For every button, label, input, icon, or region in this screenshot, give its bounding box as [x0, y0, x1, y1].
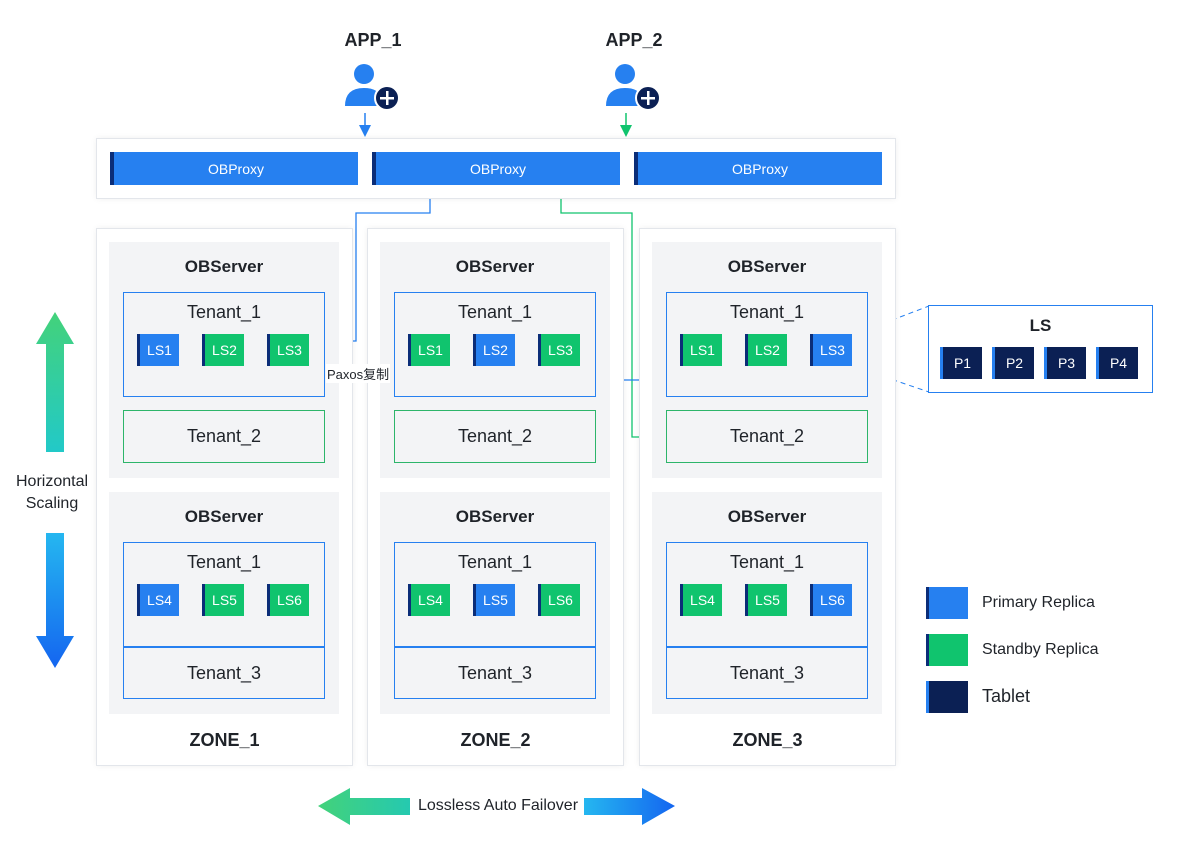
ls-ls3-standby: LS3 — [267, 334, 309, 366]
tenant-3-box: Tenant_3 — [123, 647, 325, 699]
ls-ls4-primary: LS4 — [137, 584, 179, 616]
ls-ls6-standby: LS6 — [267, 584, 309, 616]
zone-label: ZONE_3 — [732, 730, 803, 750]
observer-title: OBServer — [727, 257, 807, 276]
ls-ls1-standby: LS1 — [408, 334, 450, 366]
app2-label: APP_2 — [605, 30, 663, 50]
ls-ls4-standby: LS4 — [680, 584, 722, 616]
observer-title: OBServer — [455, 257, 535, 276]
user-add-icon — [345, 64, 400, 111]
legend-swatch — [926, 587, 968, 619]
legend-swatch — [926, 634, 968, 666]
paxos-label: Paxos复制 — [326, 364, 391, 383]
horizontal-scaling-line2: Scaling — [25, 495, 79, 512]
tenant-3-box: Tenant_3 — [666, 647, 868, 699]
tablet-p4: P4 — [1096, 347, 1138, 379]
tenant-1-title: Tenant_1 — [457, 302, 533, 322]
tenant-1-title: Tenant_1 — [729, 302, 805, 322]
tenant-2-box: Tenant_2 — [394, 410, 596, 463]
ls-ls5-standby: LS5 — [202, 584, 244, 616]
legend-label: Tablet — [982, 686, 1031, 706]
ls-ls3-primary: LS3 — [810, 334, 852, 366]
zone-label: ZONE_2 — [460, 730, 531, 750]
zone-label: ZONE_1 — [189, 730, 260, 750]
ls-ls3-standby: LS3 — [538, 334, 580, 366]
obproxy-1: OBProxy — [110, 152, 358, 185]
horizontal-scaling-line1: Horizontal — [15, 473, 89, 490]
scale-down-arrow — [36, 533, 74, 668]
tablet-p2: P2 — [992, 347, 1034, 379]
tenant-1-title: Tenant_1 — [729, 552, 805, 572]
tenant-1-title: Tenant_1 — [457, 552, 533, 572]
observer-title: OBServer — [184, 257, 264, 276]
tablet-p1: P1 — [940, 347, 982, 379]
legend-label: Standby Replica — [982, 641, 1099, 658]
tenant-1-title: Tenant_1 — [186, 302, 262, 322]
ls-ls2-standby: LS2 — [202, 334, 244, 366]
failover-left-arrow — [318, 788, 410, 825]
ls-ls6-primary: LS6 — [810, 584, 852, 616]
observer-title: OBServer — [455, 507, 535, 526]
legend-swatch — [926, 681, 968, 713]
ls-ls1-standby: LS1 — [680, 334, 722, 366]
ls-ls5-standby: LS5 — [745, 584, 787, 616]
obproxy-2: OBProxy — [372, 152, 620, 185]
ls-ls4-standby: LS4 — [408, 584, 450, 616]
observer-title: OBServer — [727, 507, 807, 526]
ls-ls2-standby: LS2 — [745, 334, 787, 366]
tenant-2-box: Tenant_2 — [666, 410, 868, 463]
ls-ls5-primary: LS5 — [473, 584, 515, 616]
scale-up-arrow — [36, 312, 74, 452]
ls-ls6-standby: LS6 — [538, 584, 580, 616]
observer-title: OBServer — [184, 507, 264, 526]
tenant-3-box: Tenant_3 — [394, 647, 596, 699]
tenant-2-box: Tenant_2 — [123, 410, 325, 463]
ls-ls1-primary: LS1 — [137, 334, 179, 366]
obproxy-3: OBProxy — [634, 152, 882, 185]
failover-right-arrow — [584, 788, 675, 825]
legend-label: Primary Replica — [982, 594, 1095, 611]
failover-label: Lossless Auto Failover — [417, 797, 579, 814]
app1-label: APP_1 — [344, 30, 402, 50]
horizontal-scaling-label: Horizontal Scaling — [4, 471, 100, 515]
tenant-1-title: Tenant_1 — [186, 552, 262, 572]
ls-detail-title: LS — [1029, 316, 1052, 335]
ls-ls2-primary: LS2 — [473, 334, 515, 366]
tablet-p3: P3 — [1044, 347, 1086, 379]
user-add-icon — [606, 64, 661, 111]
